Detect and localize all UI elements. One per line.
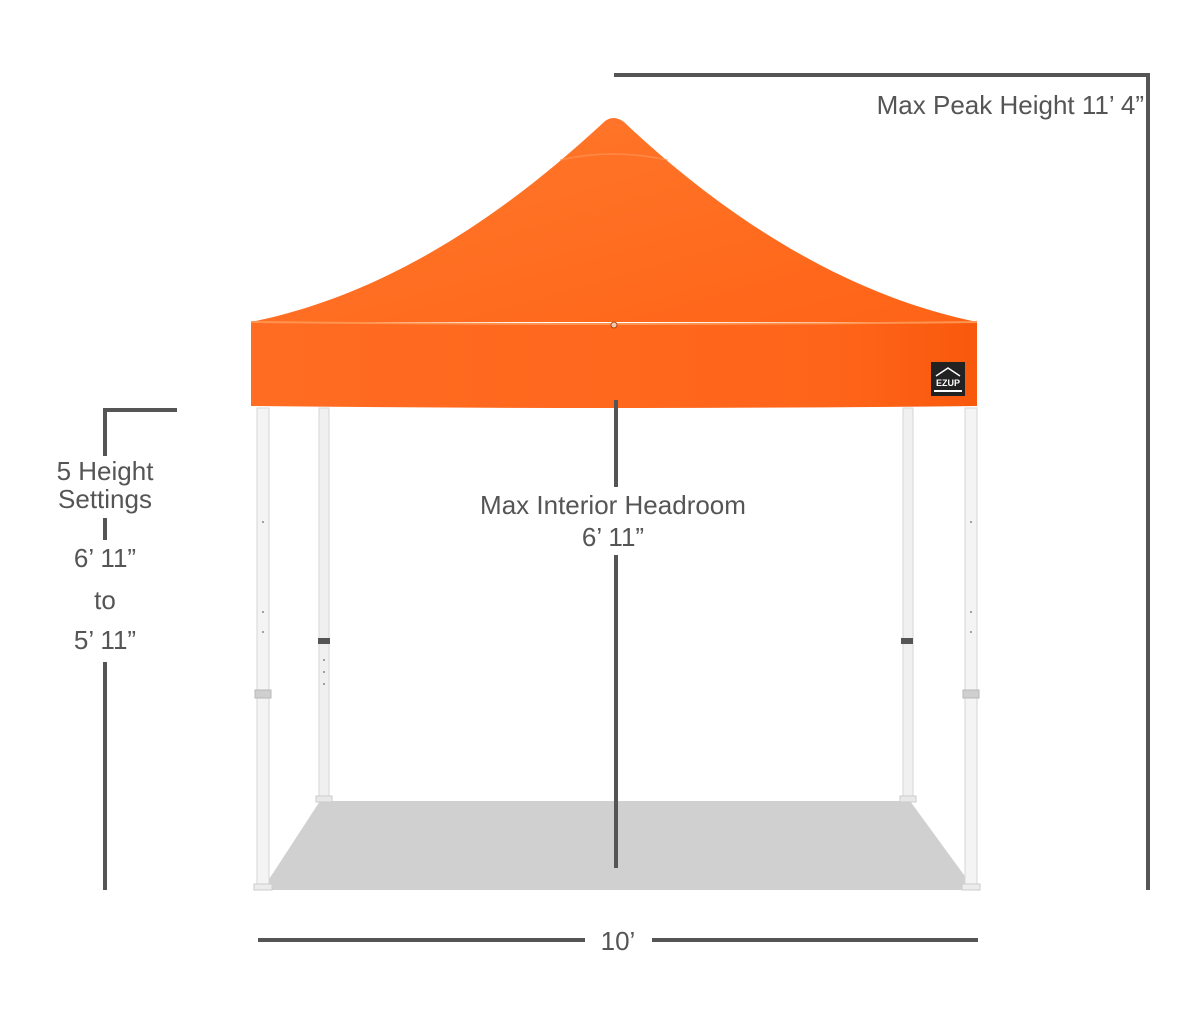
height-settings-label-line1: 5 Height bbox=[56, 456, 154, 486]
headroom-title-label: Max Interior Headroom bbox=[480, 490, 746, 520]
canopy-ridge bbox=[559, 153, 669, 161]
width-label: 10’ bbox=[600, 926, 636, 956]
height-settings-dimension bbox=[103, 408, 177, 890]
front-left-leg bbox=[253, 407, 273, 891]
canopy-roof bbox=[251, 118, 977, 322]
peak-height-dimension bbox=[614, 73, 1150, 890]
tent-floor bbox=[262, 801, 975, 890]
rear-left-leg bbox=[315, 407, 333, 803]
height-range-min-label: 5’ 11” bbox=[73, 625, 137, 655]
height-range-max-label: 6’ 11” bbox=[73, 543, 137, 573]
ez-up-logo-icon: EZUP bbox=[931, 362, 965, 396]
rear-right-leg bbox=[899, 407, 917, 803]
front-right-leg bbox=[961, 407, 981, 891]
headroom-value-label: 6’ 11” bbox=[581, 522, 645, 552]
canopy-center-grommet bbox=[610, 321, 618, 329]
logo-text: EZUP bbox=[936, 378, 960, 388]
canopy-valance bbox=[251, 322, 977, 408]
peak-height-label: Max Peak Height 11’ 4” bbox=[876, 90, 1144, 120]
height-range-to-label: to bbox=[94, 585, 116, 615]
height-settings-label-line2: Settings bbox=[58, 484, 152, 514]
